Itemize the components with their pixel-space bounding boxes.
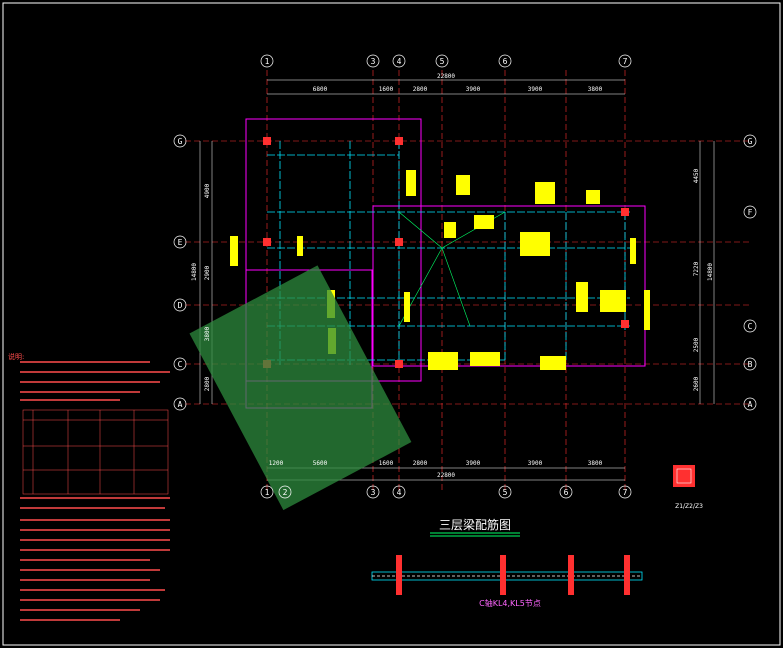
dim-bottom-segment: 2800 [413, 460, 428, 467]
svg-text:3: 3 [371, 57, 376, 66]
dim-right-segment: 2500 [693, 337, 700, 352]
svg-text:2: 2 [283, 488, 288, 497]
dim-bottom-segment: 3900 [466, 460, 481, 467]
svg-text:7: 7 [623, 57, 628, 66]
dim-top-segment: 6800 [313, 86, 328, 93]
axis-bubble-top: 3 [366, 54, 380, 68]
axis-bubble-left: C [173, 357, 187, 371]
dim-left-segment: 3800 [204, 326, 211, 341]
dim-bottom-segment: 3900 [528, 460, 543, 467]
axis-bubble-top: 1 [260, 54, 274, 68]
svg-text:6: 6 [503, 57, 508, 66]
dim-top-segment: 3900 [528, 86, 543, 93]
svg-text:F: F [748, 208, 753, 217]
svg-text:6: 6 [564, 488, 569, 497]
svg-text:7: 7 [623, 488, 628, 497]
svg-text:1: 1 [265, 488, 270, 497]
axis-bubble-top: 7 [618, 54, 632, 68]
axis-bubble-left: D [173, 298, 187, 312]
svg-text:C: C [178, 360, 183, 369]
svg-text:G: G [178, 137, 183, 146]
svg-text:3: 3 [371, 488, 376, 497]
axis-bubble-top: 5 [435, 54, 449, 68]
axis-bubble-right: C [743, 319, 757, 333]
dim-left-segment: 2900 [204, 265, 211, 280]
svg-text:A: A [748, 400, 753, 409]
dim-bottom-segment: 1200 [269, 460, 284, 467]
dim-right-segment: 2600 [693, 376, 700, 391]
axis-bubble-left: A [173, 397, 187, 411]
axis-bubble-bottom: 6 [559, 485, 573, 499]
section-caption: C轴KL4,KL5节点 [479, 599, 541, 608]
axis-bubble-right: A [743, 397, 757, 411]
axis-bubble-top: 6 [498, 54, 512, 68]
svg-text:E: E [178, 238, 183, 247]
dim-top-segment: 3900 [466, 86, 481, 93]
dim-left-segment: 2800 [204, 376, 211, 391]
axis-bubble-bottom: 1 [260, 485, 274, 499]
axis-bubble-left: G [173, 134, 187, 148]
notes-table [22, 409, 169, 495]
axis-bubble-bottom: 4 [392, 485, 406, 499]
dim-bottom-total: 22800 [437, 472, 455, 479]
dim-top-segment: 2800 [413, 86, 428, 93]
dim-bottom-segment: 5600 [313, 460, 328, 467]
svg-text:A: A [178, 400, 183, 409]
svg-text:5: 5 [440, 57, 445, 66]
dim-right-segment: 7220 [693, 261, 700, 276]
dim-top-segment: 1600 [379, 86, 394, 93]
svg-text:5: 5 [503, 488, 508, 497]
title-underline [430, 532, 520, 537]
axis-bubble-bottom: 7 [618, 485, 632, 499]
svg-text:1: 1 [265, 57, 270, 66]
axis-bubble-right: B [743, 357, 757, 371]
column-tag: Z1/Z2/Z3 [675, 503, 703, 510]
section-detail [371, 571, 643, 581]
dim-top-total: 22800 [437, 73, 455, 80]
axis-bubble-right: G [743, 134, 757, 148]
section-columns [396, 555, 630, 595]
notes-text-lines [20, 361, 170, 621]
svg-text:G: G [748, 137, 753, 146]
dim-left-total: 14800 [191, 263, 198, 281]
svg-text:B: B [748, 360, 753, 369]
dim-left-segment: 4900 [204, 183, 211, 198]
column-detail [673, 465, 695, 487]
svg-text:D: D [178, 301, 183, 310]
svg-text:4: 4 [397, 57, 402, 66]
axis-bubble-bottom: 5 [498, 485, 512, 499]
drawing-title: 三层梁配筋图 [438, 518, 511, 532]
axis-bubble-bottom: 3 [366, 485, 380, 499]
axis-bubble-left: E [173, 235, 187, 249]
notes-heading: 说明: [8, 353, 25, 361]
watermark-logo [189, 265, 412, 511]
axis-bubble-bottom: 2 [278, 485, 292, 499]
dim-right-total: 14800 [707, 263, 714, 281]
svg-text:C: C [748, 322, 753, 331]
svg-text:4: 4 [397, 488, 402, 497]
axis-bubble-right: F [743, 205, 757, 219]
dim-bottom-segment: 3800 [588, 460, 603, 467]
dim-top-segment: 3800 [588, 86, 603, 93]
dim-bottom-segment: 1600 [379, 460, 394, 467]
dim-right-segment: 4450 [693, 168, 700, 183]
axis-bubble-top: 4 [392, 54, 406, 68]
